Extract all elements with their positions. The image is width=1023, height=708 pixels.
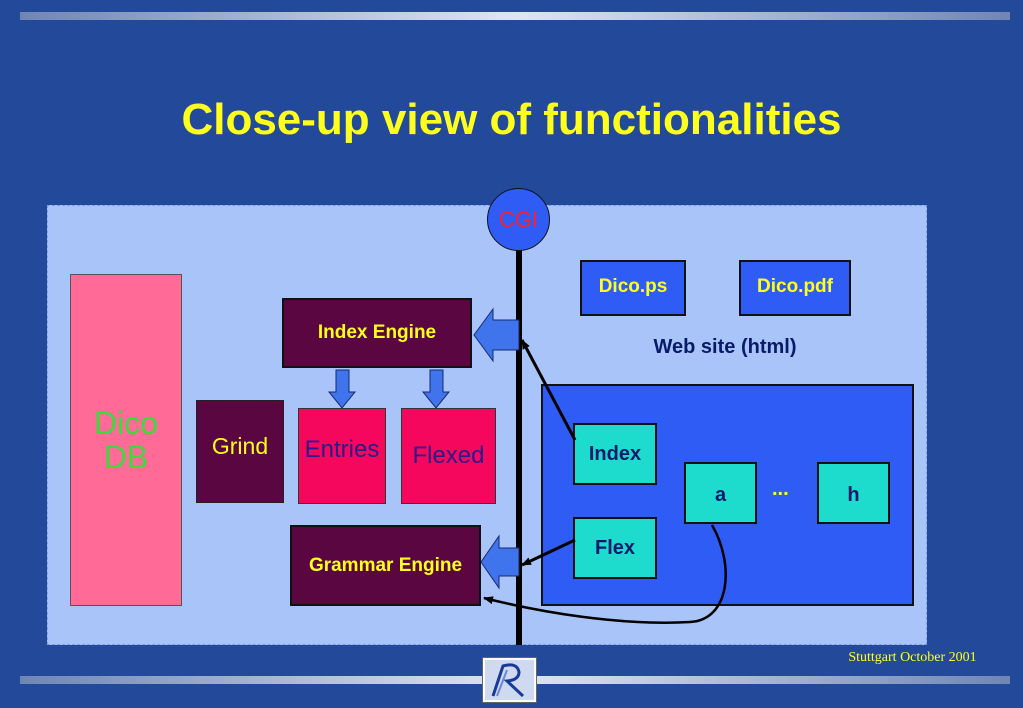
page-a-box: a xyxy=(684,462,757,524)
grammar-engine-box: Grammar Engine xyxy=(290,525,481,606)
index-engine-label: Index Engine xyxy=(317,322,437,343)
pages-ellipsis: ... xyxy=(772,478,789,500)
cgi-label: CGI xyxy=(498,206,539,232)
dico-db-label-line2: DB xyxy=(103,439,149,475)
footer-text: Stuttgart October 2001 xyxy=(848,650,977,665)
page-h-label: h xyxy=(847,484,860,506)
logo-icon xyxy=(482,657,537,703)
entries-label: Entries xyxy=(304,436,380,463)
left-arrow-icon xyxy=(473,307,520,363)
down-arrow-icon xyxy=(327,369,357,409)
page-h-box: h xyxy=(817,462,890,524)
flexed-label: Flexed xyxy=(412,442,485,469)
dico-db-label-line1: Dico xyxy=(93,405,158,441)
dico-pdf-box: Dico.pdf xyxy=(739,260,851,316)
grind-label: Grind xyxy=(211,433,269,459)
dico-ps-box: Dico.ps xyxy=(580,260,686,316)
slide-title: Close-up view of functionalities xyxy=(181,95,842,144)
dico-ps-label: Dico.ps xyxy=(598,276,668,297)
down-arrow-icon xyxy=(421,369,451,409)
left-arrow-icon xyxy=(480,534,520,590)
index-page-label: Index xyxy=(588,442,642,465)
flex-page-box: Flex xyxy=(573,517,657,579)
index-engine-box: Index Engine xyxy=(282,298,472,368)
cgi-node: CGI xyxy=(487,188,550,251)
index-to-cgi-arrow xyxy=(520,339,577,441)
top-decor-bar xyxy=(20,12,1010,20)
website-label: Web site (html) xyxy=(653,336,797,358)
dico-pdf-label: Dico.pdf xyxy=(757,276,833,297)
entries-box: Entries xyxy=(298,408,386,504)
page-a-to-grammar-arrow xyxy=(483,524,727,624)
flex-page-label: Flex xyxy=(594,536,636,559)
grammar-engine-label: Grammar Engine xyxy=(308,554,463,576)
dico-db-box: Dico DB xyxy=(70,274,182,606)
flexed-box: Flexed xyxy=(401,408,496,504)
index-page-box: Index xyxy=(573,423,657,485)
page-a-label: a xyxy=(714,484,727,506)
flex-to-cgi-arrow xyxy=(521,538,576,567)
grind-box: Grind xyxy=(196,400,284,503)
